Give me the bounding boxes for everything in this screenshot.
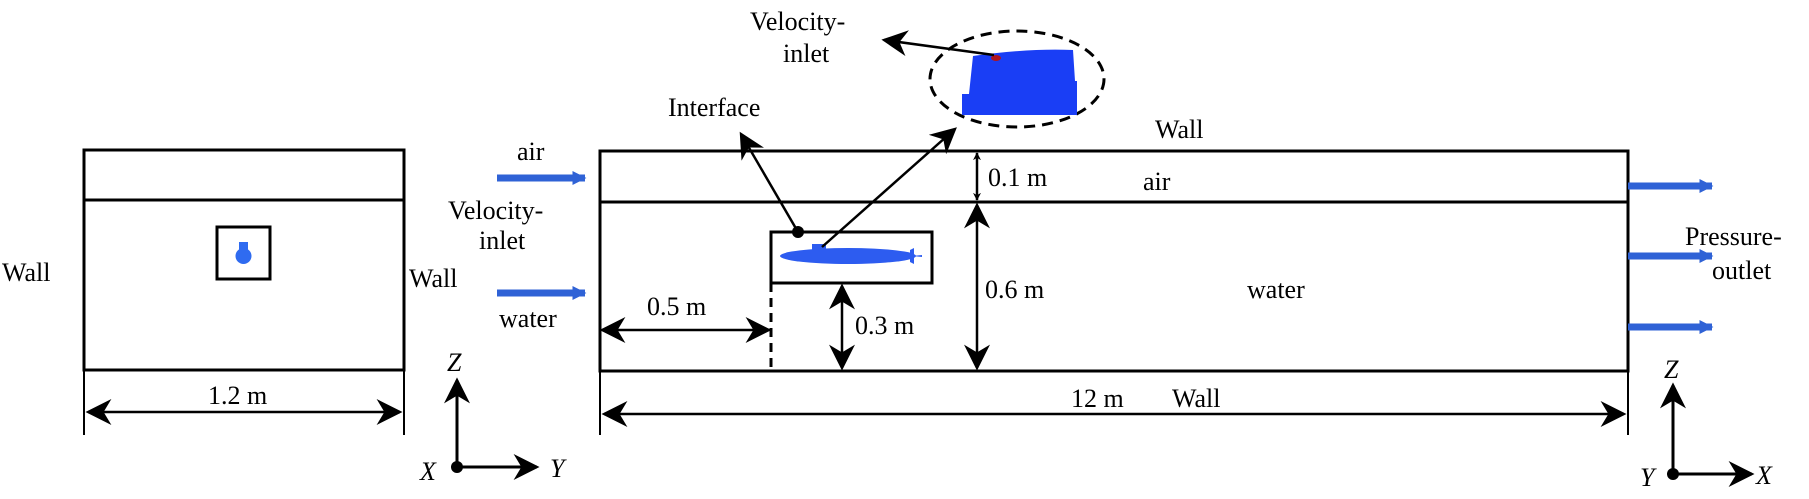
air-inlet-label: air: [517, 137, 545, 166]
cross-section-domain: [82, 148, 406, 372]
axis-triad-left: Z Y X: [419, 348, 567, 486]
sail-detail-icon: [962, 49, 1077, 115]
length-label: 12 m: [1071, 384, 1124, 413]
velocity-inlet-detail-arrow: [881, 30, 995, 57]
interface-box: [215, 225, 272, 281]
submarine-depth-label: 0.3 m: [855, 311, 914, 340]
detail-velocity-inlet-label-1: Velocity-: [750, 7, 845, 36]
width-label: 1.2 m: [208, 381, 267, 410]
axis-z-label: Z: [1664, 355, 1679, 384]
axis-y-label: Y: [550, 454, 567, 483]
pressure-outlet-label-2: outlet: [1712, 256, 1772, 285]
detail-velocity-inlet-label-2: inlet: [783, 39, 830, 68]
pressure-outlet-label-1: Pressure-: [1685, 222, 1782, 251]
submarine-icon: [780, 244, 922, 264]
axis-x-label: X: [419, 457, 437, 486]
detail-callout-arrow: [821, 127, 957, 248]
submarine-front-icon: [235, 242, 252, 264]
detail-ellipse: [928, 29, 1106, 129]
axis-y-label: Y: [1640, 463, 1657, 492]
cross-section-view: Wall 1.2 m Z Y X: [2, 148, 567, 486]
velocity-inlet-label-1: Velocity-: [448, 196, 543, 225]
velocity-inlet-label-2: inlet: [479, 226, 526, 255]
water-height-label: 0.6 m: [985, 275, 1044, 304]
bottom-wall-label: Wall: [1172, 384, 1220, 413]
axis-triad-right: Z X Y: [1640, 355, 1773, 492]
air-height-label: 0.1 m: [988, 163, 1047, 192]
top-wall-label: Wall: [1155, 115, 1203, 144]
axis-z-label: Z: [447, 348, 462, 377]
wall-label: Wall: [2, 258, 50, 287]
left-wall-label: Wall: [409, 264, 457, 293]
computational-domain: [598, 149, 1630, 373]
interface-callout-arrow: [739, 131, 800, 233]
water-region-label: water: [1247, 275, 1305, 304]
inlet-distance-label: 0.5 m: [647, 292, 706, 321]
side-view: air Velocity- inlet Wall water Wall air …: [409, 7, 1782, 492]
interface-box: [769, 230, 934, 285]
axis-x-label: X: [1755, 461, 1773, 490]
interface-label: Interface: [668, 93, 760, 122]
water-inlet-label: water: [499, 304, 557, 333]
air-region-label: air: [1143, 167, 1171, 196]
